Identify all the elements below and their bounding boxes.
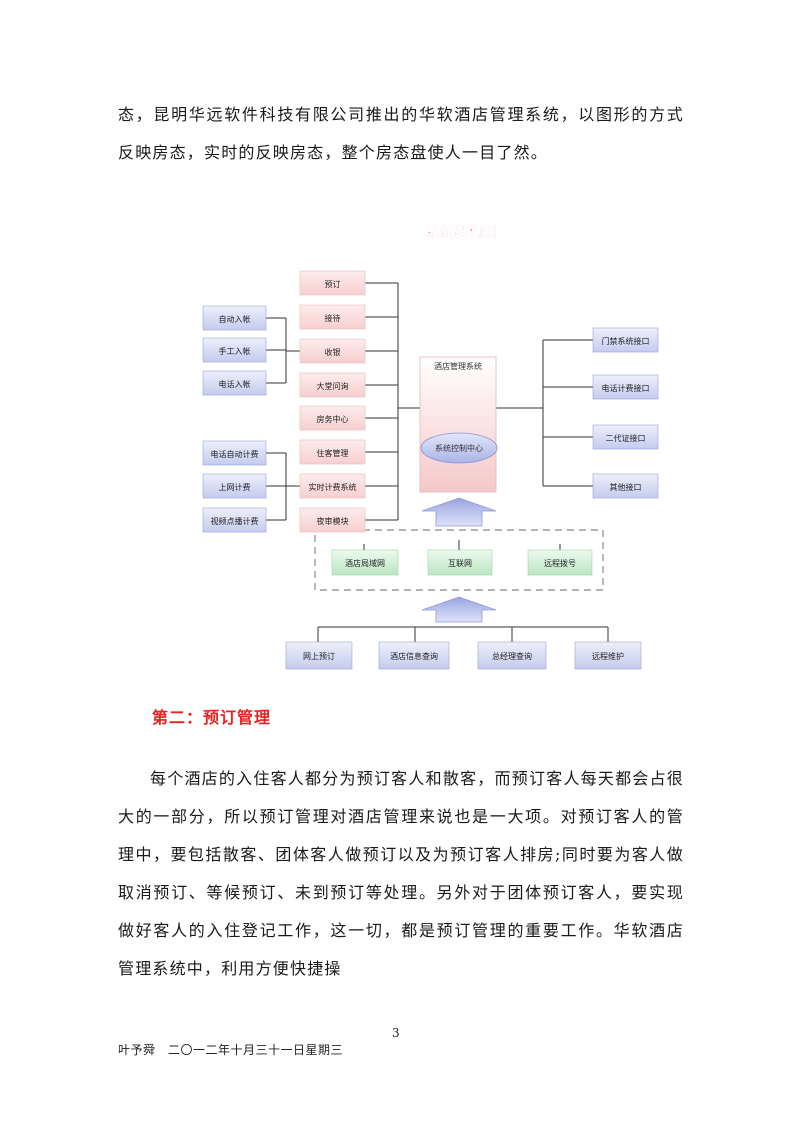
up-arrow-icon <box>421 497 497 527</box>
other-interface-label: 其他接口 <box>610 482 642 492</box>
phone-posting-box <box>202 370 267 396</box>
hotel-lan-box <box>331 549 399 576</box>
vod-billing-box <box>202 507 267 533</box>
up-arrow-icon <box>421 596 497 623</box>
other-interface-box <box>592 473 659 499</box>
control-center-ellipse <box>420 432 498 464</box>
auto-phone-billing-label: 电话自动计费 <box>211 449 259 459</box>
gm-query-box <box>477 641 547 670</box>
module-reception-label: 接待 <box>325 313 341 323</box>
phone-billing-interface-box <box>592 374 659 400</box>
auto-posting-label: 自动入帐 <box>219 314 251 324</box>
module-night-audit-label: 夜审模块 <box>317 516 349 526</box>
manual-posting-label: 手工入帐 <box>219 346 251 356</box>
remote-maintenance-box <box>574 641 642 670</box>
phone-billing-interface-label: 电话计费接口 <box>602 383 650 393</box>
remote-maintenance-label: 远程维护 <box>592 651 624 661</box>
connector-lines <box>266 282 609 642</box>
module-lobby-label: 大堂问询 <box>317 381 349 391</box>
core-system-title: 酒店管理系统 <box>434 361 482 371</box>
online-booking-label: 网上预订 <box>303 651 335 661</box>
module-cashier-label: 收银 <box>325 347 341 357</box>
control-center-label: 系统控制中心 <box>435 443 483 453</box>
access-control-interface-box <box>592 327 659 353</box>
phone-posting-label: 电话入帐 <box>219 379 251 389</box>
auto-posting-box <box>202 305 267 331</box>
reservation-paragraph: 每个酒店的入住客人都分为预订客人和散客，而预订客人每天都会占很大的一部分，所以预… <box>118 769 684 978</box>
intro-paragraph: 态，昆明华远软件科技有限公司推出的华软酒店管理系统，以图形的方式反映房态，实时的… <box>118 105 684 162</box>
module-lobby-box <box>299 372 366 398</box>
module-night-audit-box <box>299 507 366 533</box>
internet-billing-label: 上网计费 <box>219 482 251 492</box>
page-number: 3 <box>392 1026 400 1040</box>
core-system-box <box>419 356 497 493</box>
internet-billing-box <box>202 473 267 499</box>
module-billing-box <box>299 473 366 499</box>
module-housekeeping-box <box>299 405 366 431</box>
gm-query-label: 总经理查询 <box>492 651 532 661</box>
id-card-interface-label: 二代证接口 <box>606 433 646 443</box>
hotel-info-query-box <box>378 641 450 670</box>
id-card-interface-box <box>592 424 659 450</box>
module-reservation-box <box>299 270 366 296</box>
module-billing-label: 实时计费系统 <box>309 482 357 492</box>
manual-posting-box <box>202 337 267 363</box>
module-reception-box <box>299 304 366 330</box>
diagram-title: 系统结构图 <box>426 224 496 241</box>
auto-phone-billing-box <box>202 440 267 466</box>
module-reservation-label: 预订 <box>325 279 341 289</box>
module-housekeeping-label: 房务中心 <box>317 414 349 424</box>
module-guest-box <box>299 439 366 465</box>
remote-dialup-box <box>527 549 593 576</box>
vod-billing-label: 视频点播计费 <box>211 516 259 526</box>
remote-dialup-label: 远程拨号 <box>544 558 576 568</box>
hotel-lan-label: 酒店局域网 <box>345 558 385 568</box>
section-heading: 第二：预订管理 <box>152 708 272 727</box>
network-frame <box>314 529 604 591</box>
footer-author-date: 叶予舜 二〇一二年十月三十一日星期三 <box>118 1043 344 1057</box>
internet-label: 互联网 <box>448 559 472 568</box>
module-guest-label: 住客管理 <box>317 448 349 458</box>
module-cashier-box <box>299 338 366 364</box>
hotel-info-query-label: 酒店信息查询 <box>390 651 438 661</box>
internet-box <box>427 549 493 576</box>
online-booking-box <box>285 641 353 670</box>
access-control-interface-label: 门禁系统接口 <box>602 336 650 346</box>
